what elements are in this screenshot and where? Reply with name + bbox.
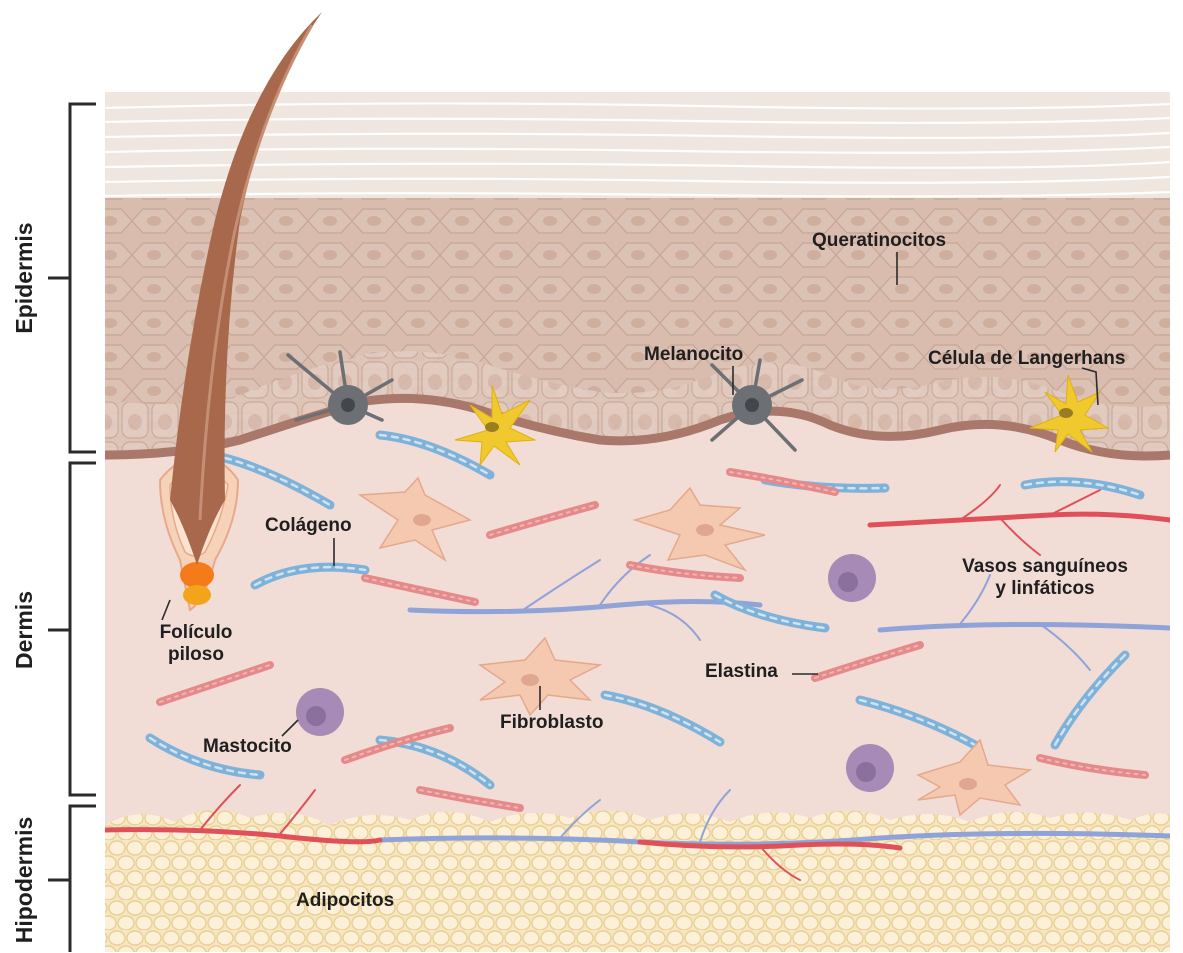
adipocitos-label: Adipocitos: [296, 890, 394, 912]
hipodermis-label: Hipodermis: [11, 807, 39, 953]
epidermis-label: Epidermis: [11, 213, 39, 343]
vasos-label: Vasos sanguíneos y linfáticos: [945, 556, 1145, 600]
mastocito-label: Mastocito: [203, 736, 292, 758]
layer-brackets: [48, 104, 96, 952]
queratinocitos-label: Queratinocitos: [812, 230, 946, 252]
fibroblasto-label: Fibroblasto: [500, 712, 603, 734]
foliculo-line-1: Folículo: [150, 622, 242, 644]
colageno-label: Colágeno: [265, 515, 352, 537]
dermis-label: Dermis: [11, 581, 39, 679]
melanocito-label: Melanocito: [644, 344, 743, 366]
foliculo-line-2: piloso: [150, 644, 242, 666]
elastina-label: Elastina: [705, 661, 778, 683]
vasos-line-1: Vasos sanguíneos: [945, 556, 1145, 578]
vasos-line-2: y linfáticos: [945, 578, 1145, 600]
foliculo-label: Folículo piloso: [150, 622, 242, 666]
langerhans-label: Célula de Langerhans: [928, 348, 1125, 370]
dermis-layer: [105, 380, 1170, 860]
